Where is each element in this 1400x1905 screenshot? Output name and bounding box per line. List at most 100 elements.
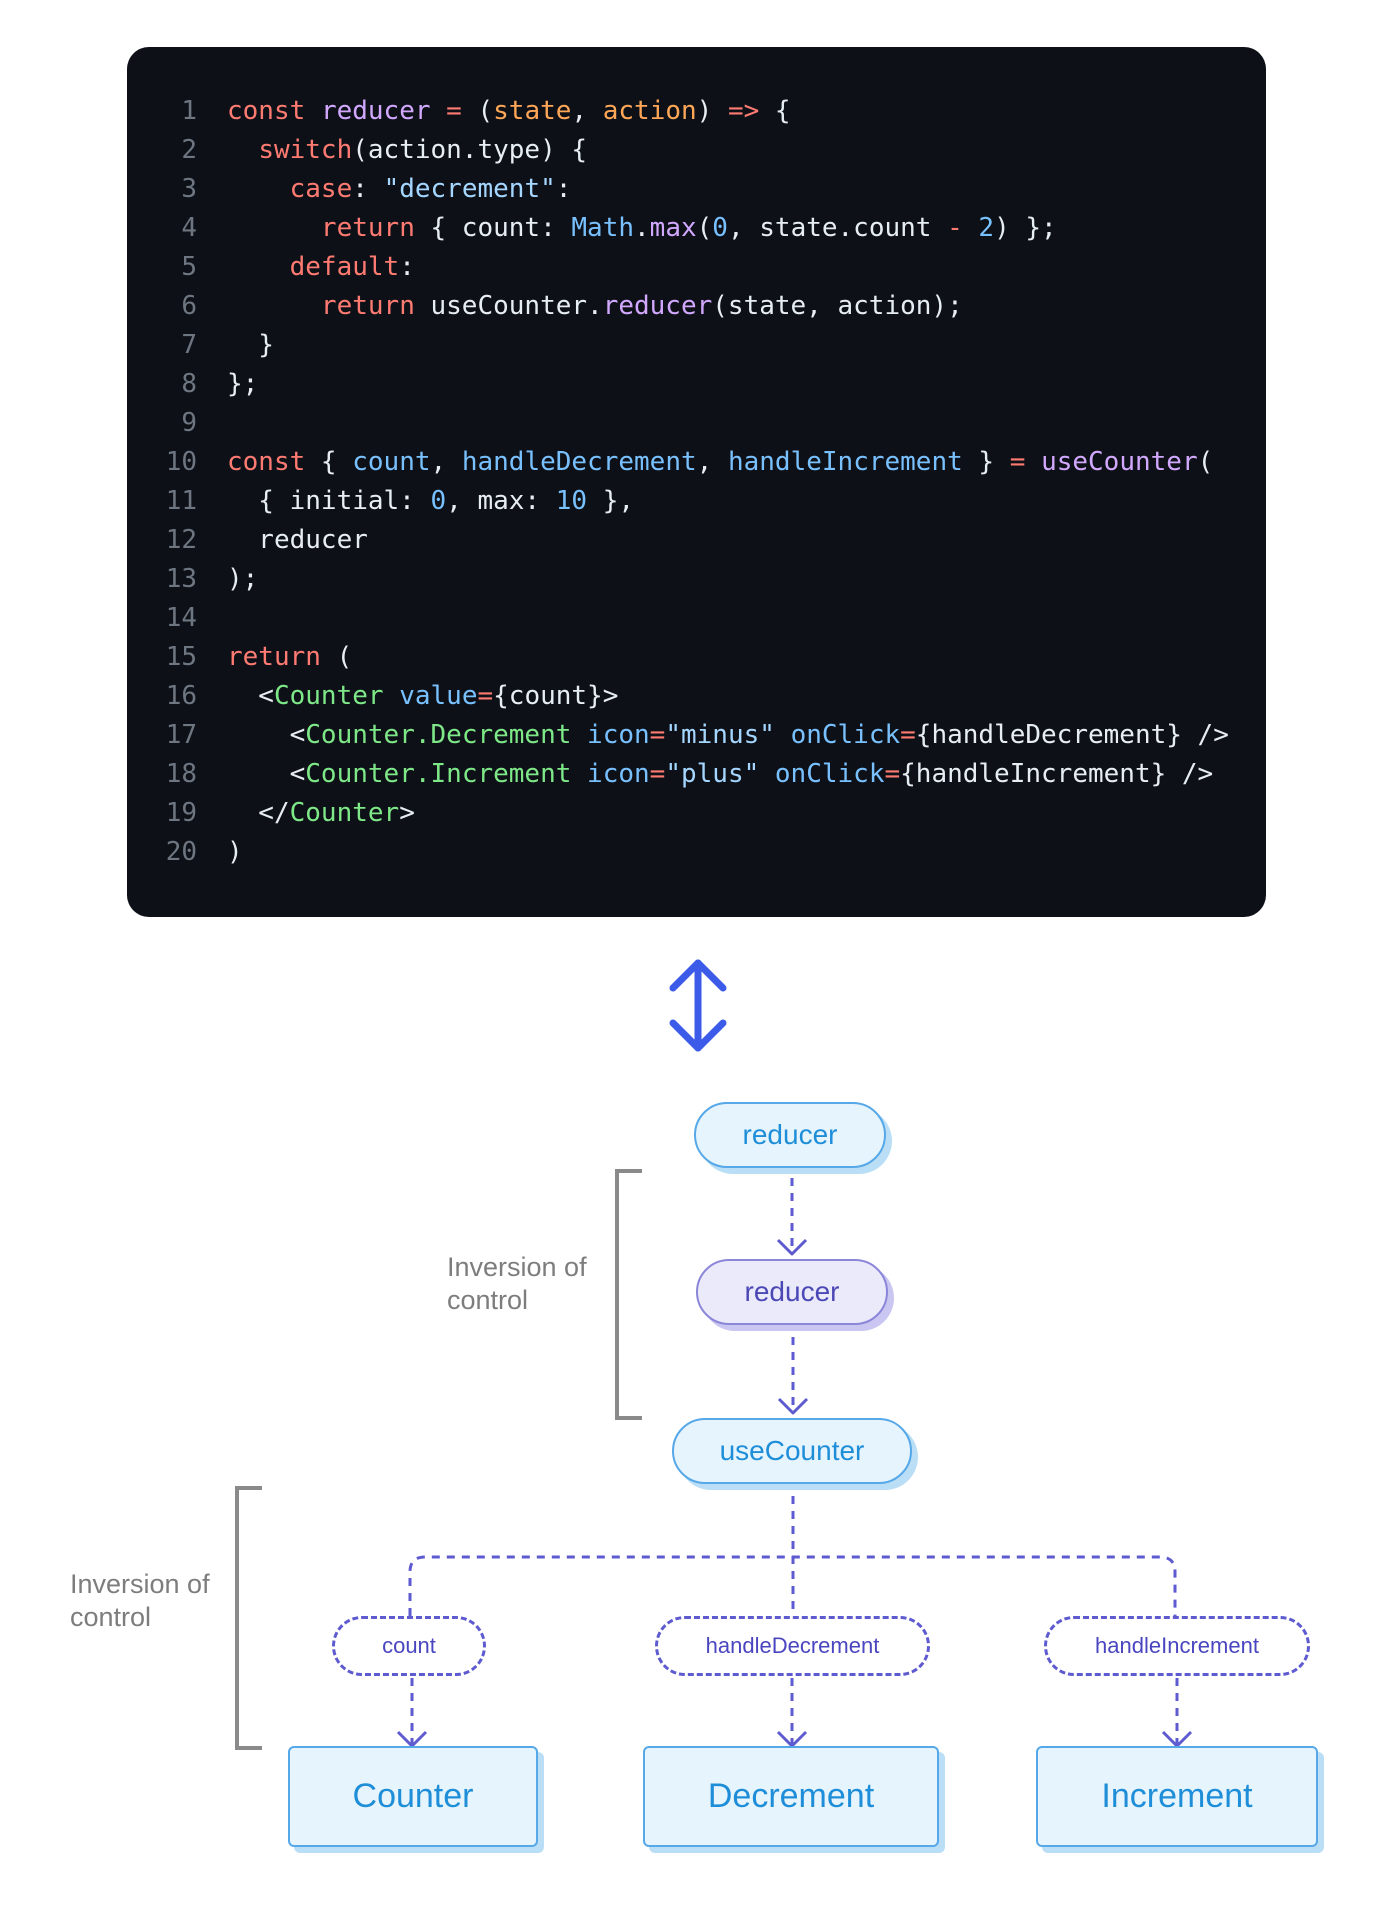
code-token: ) bbox=[696, 96, 728, 126]
label-inversion-upper: Inversion of control bbox=[447, 1252, 587, 1315]
code-token: = bbox=[884, 759, 901, 789]
line-number: 7 bbox=[181, 330, 197, 360]
code-token bbox=[571, 759, 587, 789]
code-token: action bbox=[602, 96, 697, 126]
code-token: return bbox=[320, 213, 415, 243]
up-down-arrow-icon bbox=[669, 959, 727, 1052]
code-token: Counter bbox=[273, 681, 384, 711]
code-text: const reducer = (state, action) => { bbox=[197, 92, 791, 131]
code-token bbox=[759, 759, 775, 789]
code-token: state bbox=[493, 96, 572, 126]
node-usecounter: useCounter bbox=[672, 1418, 912, 1484]
code-token bbox=[384, 681, 400, 711]
line-number: 8 bbox=[181, 369, 197, 399]
line-number: 1 bbox=[181, 96, 197, 126]
code-line: 8}; bbox=[127, 365, 1266, 404]
code-token: useCounter. bbox=[414, 291, 603, 321]
code-token: 0 bbox=[430, 486, 447, 516]
code-token bbox=[227, 213, 321, 243]
code-token bbox=[431, 96, 447, 126]
code-token: useCounter bbox=[1041, 447, 1198, 477]
code-token: { count: bbox=[414, 213, 572, 243]
code-token: ); bbox=[227, 564, 259, 594]
code-token bbox=[571, 720, 587, 750]
code-token: => bbox=[727, 96, 760, 126]
code-text: }; bbox=[197, 365, 258, 404]
code-token: ( bbox=[320, 642, 353, 672]
line-number: 17 bbox=[165, 720, 197, 750]
code-token: "decrement" bbox=[383, 174, 556, 204]
code-text: return ( bbox=[197, 638, 352, 677]
code-token: . bbox=[634, 213, 650, 243]
code-text: switch(action.type) { bbox=[197, 131, 587, 170]
code-line: 19 </Counter> bbox=[127, 794, 1266, 833]
code-text: return { count: Math.max(0, state.count … bbox=[197, 209, 1057, 248]
code-token: count bbox=[352, 447, 431, 477]
code-token: icon bbox=[587, 720, 650, 750]
code-token bbox=[227, 174, 290, 204]
code-line: 5 default: bbox=[127, 248, 1266, 287]
code-token: </ bbox=[227, 798, 290, 828]
code-line: 6 return useCounter.reducer(state, actio… bbox=[127, 287, 1266, 326]
code-text: } bbox=[197, 326, 274, 365]
code-token: } bbox=[227, 330, 274, 360]
connector-increment-to-component bbox=[1161, 1678, 1193, 1748]
line-number: 13 bbox=[165, 564, 197, 594]
code-text bbox=[197, 599, 227, 638]
code-text: <Counter.Decrement icon="minus" onClick=… bbox=[197, 716, 1229, 755]
code-token: default bbox=[289, 252, 400, 282]
code-token: : bbox=[399, 252, 415, 282]
code-line: 14 bbox=[127, 599, 1266, 638]
code-token: max bbox=[649, 213, 697, 243]
line-number: 18 bbox=[165, 759, 197, 789]
code-line: 4 return { count: Math.max(0, state.coun… bbox=[127, 209, 1266, 248]
code-text: default: bbox=[197, 248, 415, 287]
code-token: ( bbox=[696, 213, 713, 243]
code-line: 7 } bbox=[127, 326, 1266, 365]
line-number: 19 bbox=[165, 798, 197, 828]
code-line: 9 bbox=[127, 404, 1266, 443]
code-token bbox=[1025, 447, 1041, 477]
bracket-lower bbox=[235, 1486, 262, 1750]
code-token: switch bbox=[258, 135, 353, 165]
code-text: reducer bbox=[197, 521, 368, 560]
code-text: </Counter> bbox=[197, 794, 415, 833]
code-token: : bbox=[352, 174, 384, 204]
node-reducer-mid: reducer bbox=[696, 1259, 888, 1325]
code-token: : bbox=[555, 174, 572, 204]
code-token: const bbox=[227, 96, 306, 126]
code-line: 20) bbox=[127, 833, 1266, 872]
code-token: - bbox=[947, 213, 963, 243]
code-token: (action.type) { bbox=[352, 135, 588, 165]
line-number: 5 bbox=[181, 252, 197, 282]
line-number: 15 bbox=[165, 642, 197, 672]
code-token: , bbox=[571, 96, 603, 126]
line-number: 2 bbox=[181, 135, 197, 165]
component-decrement: Decrement bbox=[643, 1746, 939, 1847]
code-token: < bbox=[227, 720, 306, 750]
code-line: 12 reducer bbox=[127, 521, 1266, 560]
code-token: 0 bbox=[712, 213, 728, 243]
code-token: onClick bbox=[790, 720, 901, 750]
code-token: ( bbox=[1197, 447, 1214, 477]
code-text: const { count, handleDecrement, handleIn… bbox=[197, 443, 1213, 482]
code-token bbox=[963, 213, 979, 243]
code-token: > bbox=[399, 798, 415, 828]
code-token: = bbox=[1009, 447, 1026, 477]
code-token: = bbox=[477, 681, 494, 711]
code-token: {count}> bbox=[493, 681, 619, 711]
code-token: , max: bbox=[446, 486, 556, 516]
code-token: value bbox=[399, 681, 478, 711]
code-text bbox=[197, 404, 227, 443]
code-token: , bbox=[696, 447, 728, 477]
connector-decrement-to-component bbox=[776, 1678, 808, 1748]
code-text: case: "decrement": bbox=[197, 170, 572, 209]
line-number: 9 bbox=[181, 408, 197, 438]
code-token: < bbox=[227, 681, 274, 711]
code-text: ); bbox=[197, 560, 258, 599]
code-text: return useCounter.reducer(state, action)… bbox=[197, 287, 963, 326]
code-token: (state, action); bbox=[712, 291, 963, 321]
